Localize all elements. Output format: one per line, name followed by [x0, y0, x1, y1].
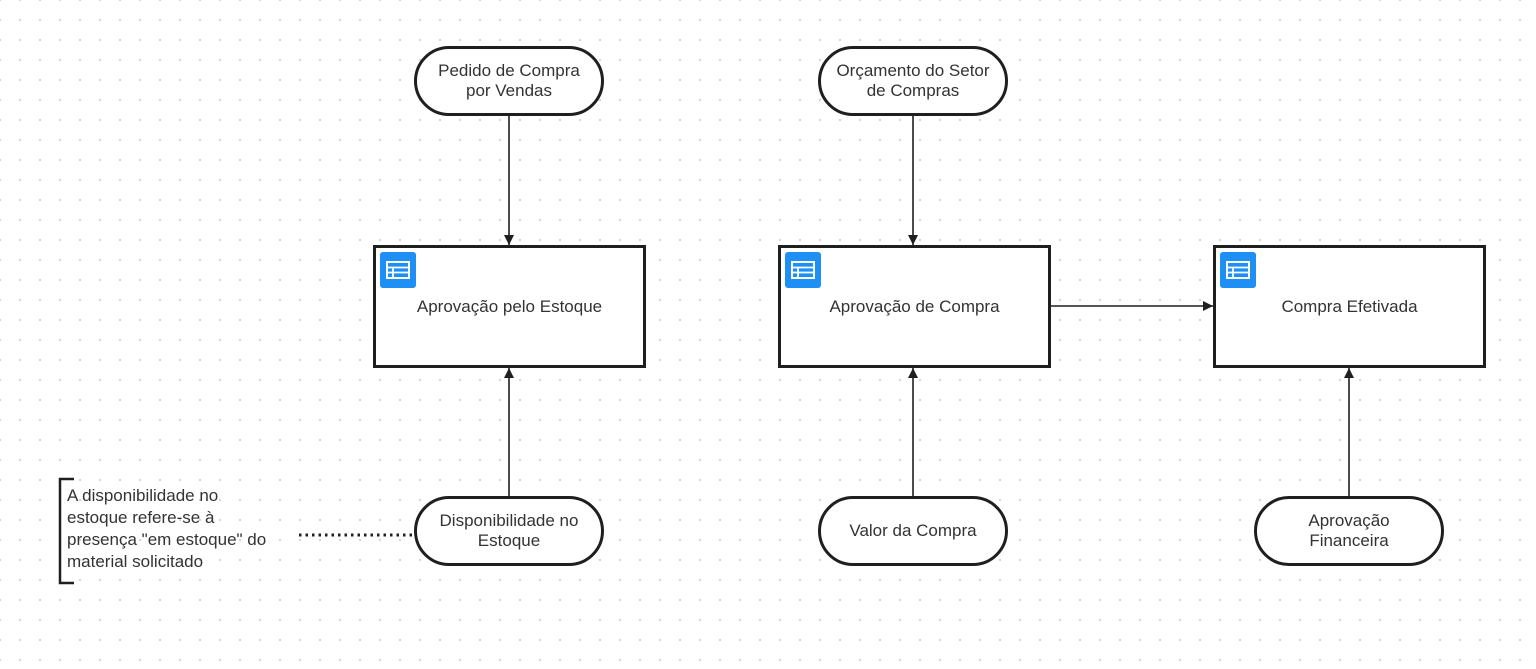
node-pedido-compra[interactable]: Pedido de Compra por Vendas: [414, 46, 604, 116]
node-disponibilidade-estoque-label: Disponibilidade no Estoque: [439, 511, 579, 550]
annotation-bracket: [58, 477, 74, 585]
node-valor-compra[interactable]: Valor da Compra: [818, 496, 1008, 566]
node-orcamento-setor-label: Orçamento do Setor de Compras: [836, 61, 990, 100]
node-aprovacao-compra[interactable]: Aprovação de Compra: [778, 245, 1051, 368]
table-icon: [1220, 252, 1256, 288]
node-compra-efetivada-label: Compra Efetivada: [1281, 296, 1418, 316]
node-aprovacao-financeira-label: Aprovação Financeira: [1308, 511, 1390, 550]
node-orcamento-setor[interactable]: Orçamento do Setor de Compras: [818, 46, 1008, 116]
node-aprovacao-financeira[interactable]: Aprovação Financeira: [1254, 496, 1444, 566]
node-aprovacao-compra-label: Aprovação de Compra: [829, 296, 1000, 316]
node-pedido-compra-label: Pedido de Compra por Vendas: [438, 61, 580, 100]
table-icon: [380, 252, 416, 288]
node-disponibilidade-estoque[interactable]: Disponibilidade no Estoque: [414, 496, 604, 566]
node-compra-efetivada[interactable]: Compra Efetivada: [1213, 245, 1486, 368]
node-aprovacao-estoque-label: Aprovação pelo Estoque: [416, 296, 603, 316]
annotation-text[interactable]: A disponibilidade no estoque refere-se à…: [67, 486, 267, 571]
table-icon: [785, 252, 821, 288]
node-valor-compra-label: Valor da Compra: [849, 521, 977, 540]
node-aprovacao-estoque[interactable]: Aprovação pelo Estoque: [373, 245, 646, 368]
